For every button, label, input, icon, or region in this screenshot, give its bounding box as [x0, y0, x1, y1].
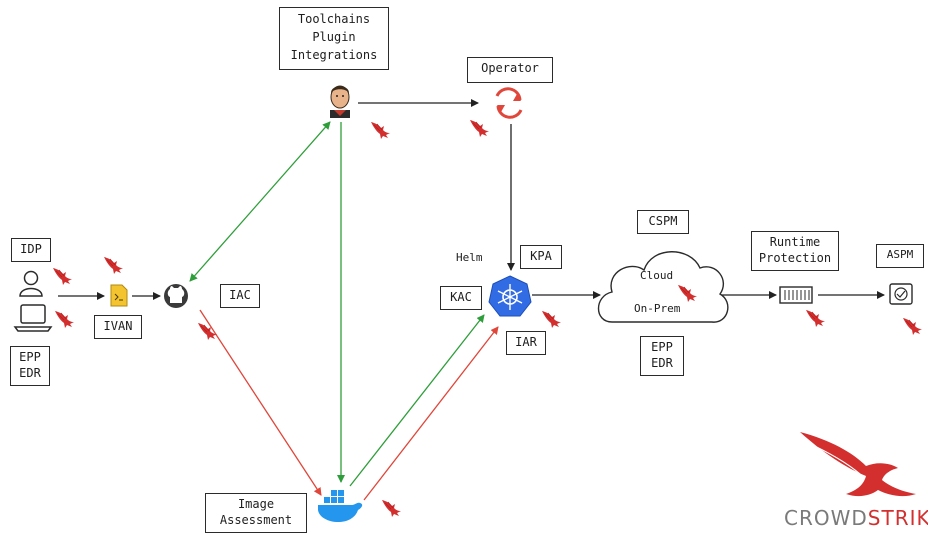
iac-label: IAC — [220, 284, 260, 308]
on-prem-label: On-Prem — [634, 302, 681, 315]
cloud-shape — [597, 251, 729, 323]
github-icon — [164, 284, 188, 308]
image-assessment-label: Image Assessment — [205, 493, 307, 533]
falcon-badge-icon — [902, 317, 923, 336]
falcon-badge-icon — [469, 119, 490, 138]
script-file-icon — [110, 284, 128, 307]
kpa-label: KPA — [520, 245, 562, 269]
arrow-docker-to-kubernetes-red — [363, 326, 499, 501]
docker-icon — [318, 490, 363, 523]
falcon-badge-icon — [370, 121, 391, 140]
arrow-jenkins-github — [189, 121, 331, 282]
falcon-badge-icon — [103, 256, 124, 275]
falcon-badge-icon — [805, 309, 826, 328]
aspm-label: ASPM — [876, 244, 924, 268]
idp-label: IDP — [11, 238, 51, 262]
arrow-docker-to-kubernetes-green — [349, 314, 485, 487]
brand-part-crowd: CROWD — [784, 506, 868, 530]
epp-edr-left-label: EPP EDR — [10, 346, 50, 386]
helm-label: Helm — [456, 251, 483, 264]
operator-sync-icon — [495, 87, 523, 119]
crowdstrike-falcon-logo — [800, 432, 916, 497]
iar-label: IAR — [506, 331, 546, 355]
jenkins-icon — [330, 85, 350, 118]
kac-label: KAC — [440, 286, 482, 310]
laptop-icon — [13, 304, 53, 332]
falcon-badge-icon — [381, 499, 402, 518]
cloud-label: Cloud — [640, 269, 674, 282]
falcon-badge-icon — [54, 310, 75, 329]
epp-edr-right-label: EPP EDR — [640, 336, 684, 376]
falcon-badges — [52, 119, 923, 518]
kubernetes-icon — [488, 275, 532, 317]
runtime-protection-label: Runtime Protection — [751, 231, 839, 271]
toolchains-plugin-integrations-label: Toolchains Plugin Integrations — [279, 7, 389, 70]
operator-label: Operator — [467, 57, 553, 83]
ivan-label: IVAN — [94, 315, 142, 339]
container-icon — [779, 286, 813, 304]
user-icon — [19, 270, 43, 297]
crowdstrike-wordmark: CROWDSTRIKE — [784, 506, 928, 530]
arrow-github-to-docker — [199, 309, 322, 496]
falcon-badge-icon — [541, 310, 562, 329]
cspm-label: CSPM — [637, 210, 689, 234]
connectors — [58, 99, 885, 501]
falcon-badge-icon — [52, 267, 73, 286]
app-security-icon — [889, 283, 913, 305]
brand-part-strike: STRIKE — [867, 506, 928, 530]
